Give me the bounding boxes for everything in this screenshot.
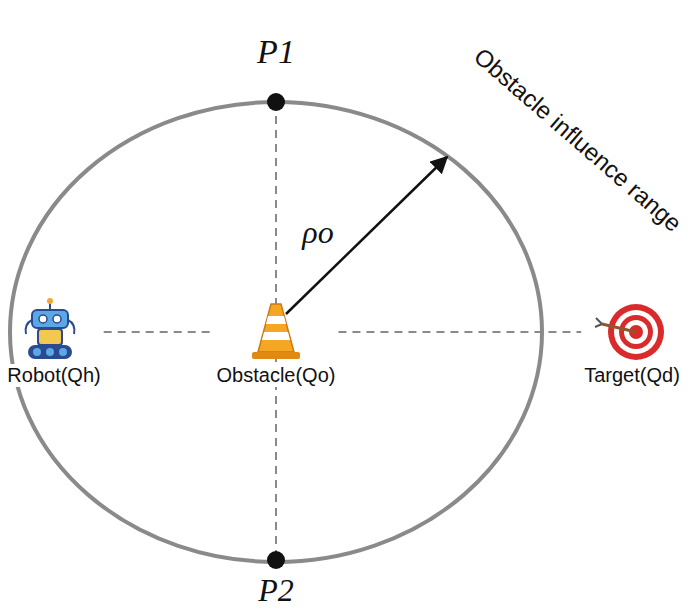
point-label: P1 [257, 33, 295, 71]
target-icon [595, 304, 664, 360]
icon-space [271, 300, 281, 364]
node-caption: Obstacle(Qo) [214, 364, 339, 387]
robot-icon [26, 298, 75, 359]
dashed-axis [338, 331, 581, 333]
influence-circle [10, 102, 542, 562]
icon-node: Obstacle(Qo) [214, 300, 339, 387]
node-caption: Robot(Qh) [4, 364, 103, 387]
cone-icon [252, 304, 300, 359]
point-label: P2 [258, 572, 294, 609]
node-caption: Target(Qd) [581, 364, 683, 387]
point-dot [267, 551, 285, 569]
icon-space [627, 300, 637, 364]
radius-label: ρo [302, 214, 333, 251]
radius-arrow [286, 157, 447, 314]
dashed-axis [104, 331, 214, 333]
icon-space [49, 300, 59, 364]
icon-node: Target(Qd) [581, 300, 683, 387]
point-dot [267, 93, 285, 111]
icon-node: Robot(Qh) [4, 300, 103, 387]
